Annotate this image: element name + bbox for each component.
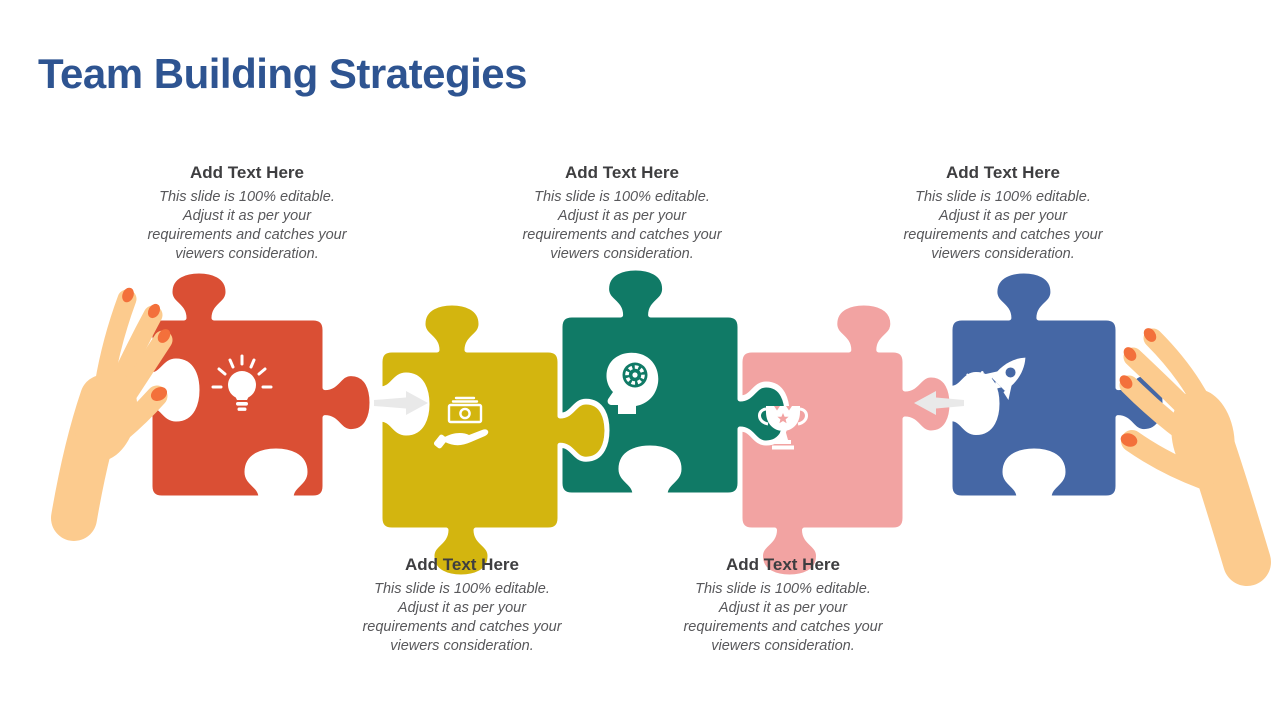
text-block-heading: Add Text Here: [565, 163, 679, 182]
text-block-heading: Add Text Here: [190, 163, 304, 182]
right-hand-illustration: [1119, 328, 1271, 586]
text-block-bottom-2: Add Text Here This slide is 100% editabl…: [670, 555, 896, 656]
puzzle-piece-launch: [947, 268, 1168, 501]
text-block-body: This slide is 100% editable. Adjust it a…: [683, 581, 883, 654]
text-block-body: This slide is 100% editable. Adjust it a…: [362, 581, 562, 654]
text-block-body: This slide is 100% editable. Adjust it a…: [522, 189, 722, 262]
left-hand-nails: [122, 287, 171, 402]
puzzle-pieces-back-layer: [377, 300, 955, 580]
arrow-right-icon: [374, 391, 428, 415]
head-gear-icon: [606, 352, 659, 414]
arrow-left-icon: [914, 391, 964, 415]
money-hand-icon: [433, 396, 489, 449]
text-block-body: This slide is 100% editable. Adjust it a…: [147, 189, 347, 262]
rocket-icon: [966, 357, 1026, 401]
puzzle-piece-funds: [377, 300, 610, 580]
text-block-top-2: Add Text Here This slide is 100% editabl…: [509, 163, 735, 264]
trophy-icon: [758, 406, 808, 450]
puzzle-piece-idea: [147, 268, 375, 501]
text-block-heading: Add Text Here: [946, 163, 1060, 182]
text-block-bottom-1: Add Text Here This slide is 100% editabl…: [349, 555, 575, 656]
left-hand-illustration: [51, 287, 173, 541]
lightbulb-icon: [211, 354, 273, 411]
text-block-body: This slide is 100% editable. Adjust it a…: [903, 189, 1103, 262]
page-title: Team Building Strategies: [38, 50, 528, 97]
text-block-top-1: Add Text Here This slide is 100% editabl…: [134, 163, 360, 264]
text-block-top-3: Add Text Here This slide is 100% editabl…: [890, 163, 1116, 264]
text-block-heading: Add Text Here: [405, 555, 519, 574]
right-hand-nails: [1119, 328, 1157, 447]
text-block-heading: Add Text Here: [726, 555, 840, 574]
puzzle-pieces-front-layer: [147, 265, 1168, 501]
puzzle-piece-mindset: [557, 265, 790, 498]
